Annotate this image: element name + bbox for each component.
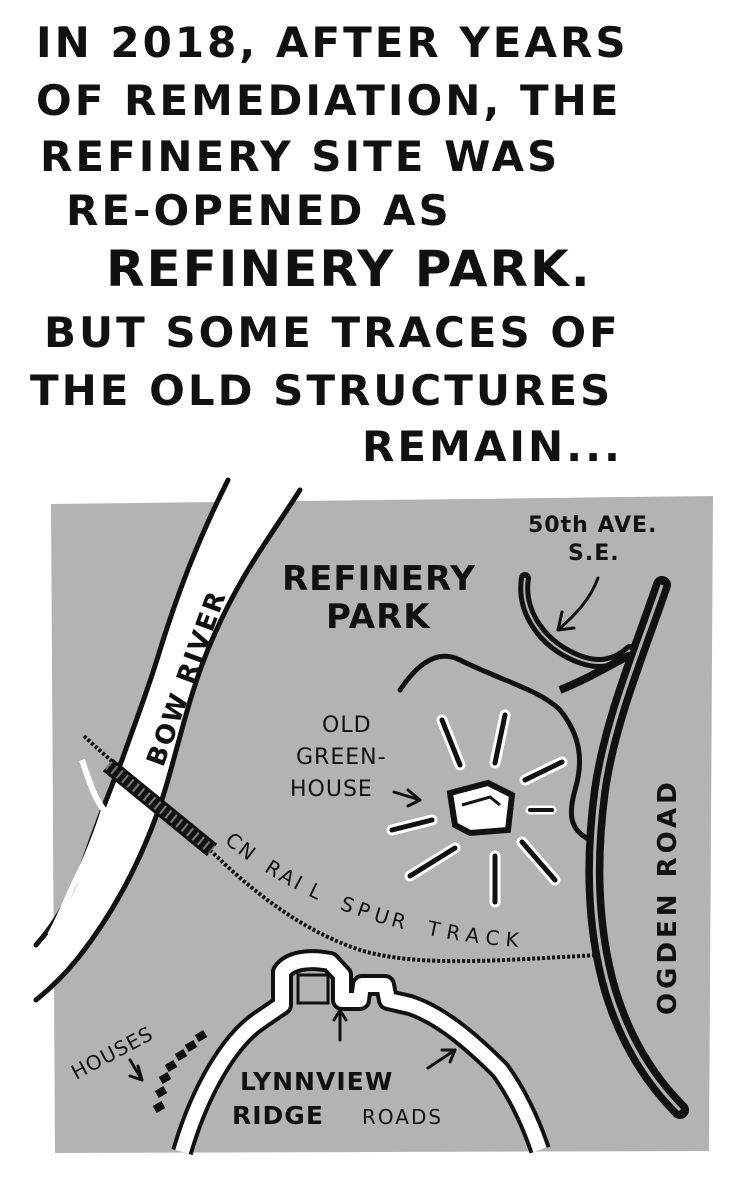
caption-line-7: THE OLD STRUCTURES bbox=[30, 366, 614, 415]
houses bbox=[152, 1030, 208, 1113]
avenue-label-line-1: 50th AVE. bbox=[528, 513, 657, 538]
lynnview-cul-de-sac bbox=[296, 973, 330, 1005]
greenhouse-label-line-3: HOUSE bbox=[290, 777, 373, 802]
rail-spur-track bbox=[82, 734, 601, 964]
road-label: OGDEN ROAD bbox=[653, 778, 683, 1015]
lynnview-label-line-3: ROADS bbox=[362, 1105, 443, 1129]
caption-line-4: RE-OPENED AS bbox=[66, 186, 452, 235]
arrow-50th-ave bbox=[556, 576, 600, 632]
lynnview-ridge-roads bbox=[175, 953, 547, 1154]
greenhouse-label-line-1: OLD bbox=[322, 713, 372, 738]
ogden-road-centerline bbox=[592, 584, 682, 1112]
avenue-label-line-2: S.E. bbox=[568, 541, 620, 566]
caption-line-1: IN 2018, AFTER YEARS bbox=[36, 18, 629, 67]
old-greenhouse bbox=[446, 779, 516, 837]
park-boundary-path bbox=[397, 653, 593, 843]
connector-road bbox=[558, 651, 632, 694]
arrow-lynnview-2 bbox=[426, 1048, 457, 1070]
arrow-lynnview-1 bbox=[332, 1008, 348, 1042]
caption-line-6: BUT SOME TRACES OF bbox=[44, 308, 621, 357]
greenhouse-rays bbox=[386, 709, 568, 908]
label-arrows bbox=[128, 576, 600, 1082]
bow-river bbox=[36, 482, 300, 1000]
rail-bridge-ties bbox=[104, 761, 216, 854]
river-west-shore bbox=[47, 759, 108, 937]
arrow-greenhouse bbox=[392, 788, 422, 808]
greenhouse-label-line-2: GREEN- bbox=[296, 745, 387, 770]
lynnview-label-line-2: RIDGE bbox=[232, 1101, 324, 1130]
caption-line-3: REFINERY SITE WAS bbox=[40, 132, 561, 181]
arrow-houses bbox=[128, 1058, 144, 1082]
caption-line-5: REFINERY PARK. bbox=[106, 240, 592, 298]
river-bank-east bbox=[33, 487, 303, 1003]
park-label-line-1: REFINERY bbox=[282, 559, 476, 599]
caption: IN 2018, AFTER YEARS OF REMEDIATION, THE… bbox=[0, 0, 753, 480]
lynnview-label-line-1: LYNNVIEW bbox=[240, 1067, 393, 1096]
caption-line-2: OF REMEDIATION, THE bbox=[36, 76, 622, 125]
park-label-line-2: PARK bbox=[326, 597, 431, 637]
caption-line-8: REMAIN... bbox=[362, 422, 623, 471]
